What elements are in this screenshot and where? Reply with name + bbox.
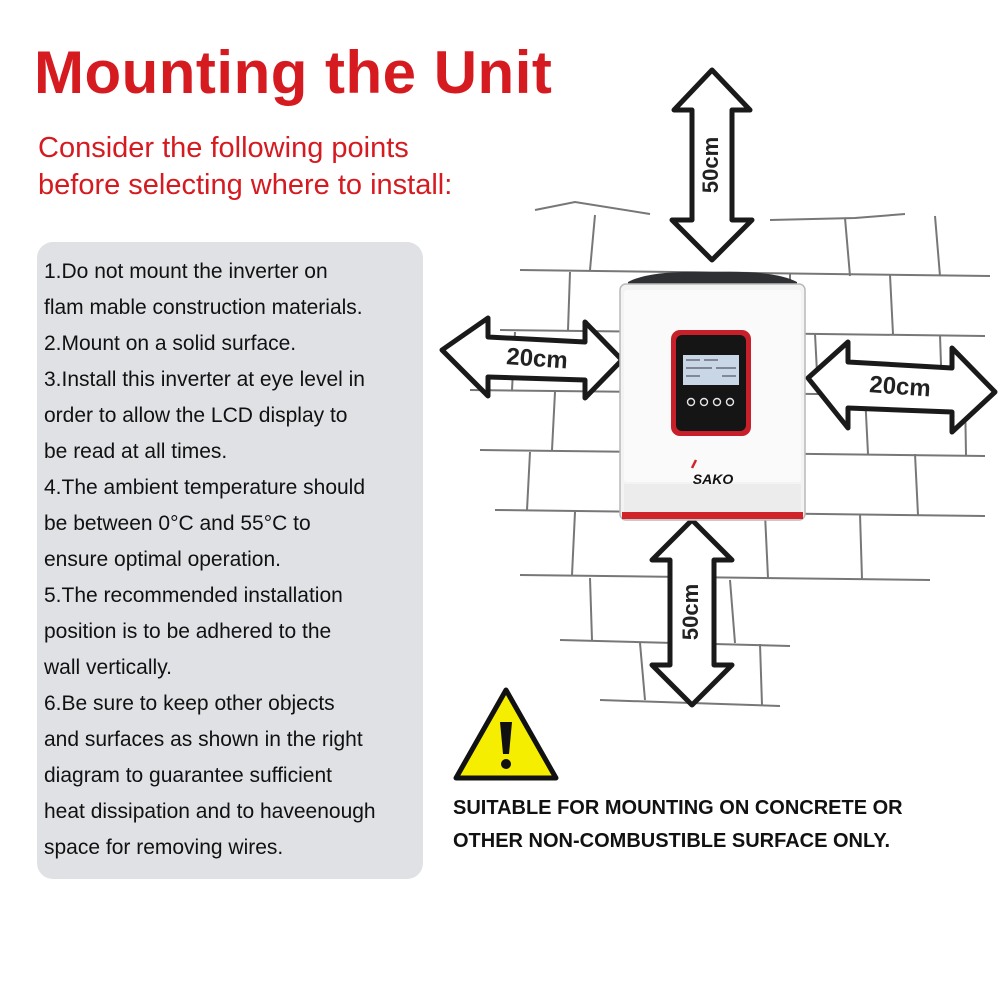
brand-logo: SAKO <box>693 471 734 487</box>
right-clearance-label: 20cm <box>869 371 932 402</box>
instruction-line: 6.Be sure to keep other objects <box>44 692 335 715</box>
inverter-unit: SAKO <box>619 271 806 521</box>
instruction-line: be between 0°C and 55°C to <box>44 512 311 535</box>
instruction-line: flam mable construction materials. <box>44 296 363 319</box>
instruction-line: 1.Do not mount the inverter on <box>44 260 328 283</box>
subtitle-line-1: Consider the following points <box>38 132 409 164</box>
instruction-line: 2.Mount on a solid surface. <box>44 332 297 355</box>
instruction-line: position is to be adhered to the <box>44 620 332 643</box>
instruction-line: space for removing wires. <box>44 836 284 859</box>
instruction-line: heat dissipation and to haveenough <box>44 800 376 823</box>
instruction-line: and surfaces as shown in the right <box>44 728 363 751</box>
top-clearance-arrow: 50cm <box>669 67 755 263</box>
instruction-line: diagram to guarantee sufficient <box>44 764 332 787</box>
subtitle: Consider the following points before sel… <box>38 130 452 204</box>
top-clearance-label: 50cm <box>698 137 723 193</box>
instruction-line: ensure optimal operation. <box>44 548 281 571</box>
instruction-line: 3.Install this inverter at eye level in <box>44 368 365 391</box>
instruction-line: be read at all times. <box>44 440 228 463</box>
right-clearance-arrow: 20cm <box>805 339 998 435</box>
clearance-diagram: 50cm 50cm 20cm 20cm <box>439 67 998 708</box>
instructions-panel <box>37 242 423 879</box>
instruction-list: 1.Do not mount the inverter on flam mabl… <box>44 254 424 866</box>
subtitle-line-2: before selecting where to install: <box>38 169 453 201</box>
bottom-clearance-arrow: 50cm <box>649 517 735 708</box>
instruction-line: 5.The recommended installation <box>44 584 343 607</box>
warning-notice: SUITABLE FOR MOUNTING ON CONCRETE OR OTH… <box>453 792 903 858</box>
page-title: Mounting the Unit <box>34 39 553 106</box>
left-clearance-label: 20cm <box>506 343 569 374</box>
warning-icon <box>453 687 559 781</box>
warning-line-1: SUITABLE FOR MOUNTING ON CONCRETE OR <box>453 797 903 819</box>
instruction-line: order to allow the LCD display to <box>44 404 348 427</box>
instruction-line: wall vertically. <box>44 656 172 679</box>
warning-line-2: OTHER NON-COMBUSTIBLE SURFACE ONLY. <box>453 830 891 852</box>
bottom-clearance-label: 50cm <box>678 584 703 640</box>
instruction-line: 4.The ambient temperature should <box>44 476 366 499</box>
